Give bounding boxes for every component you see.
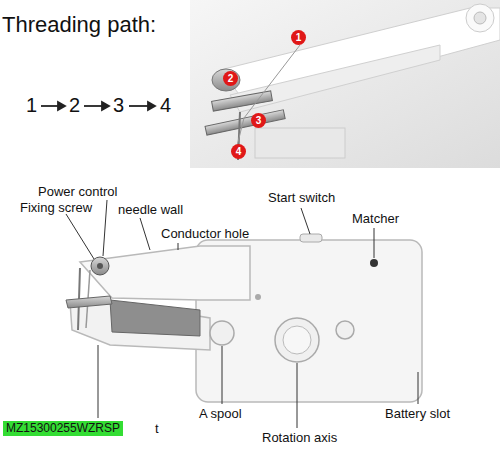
callout-number: 3	[251, 113, 266, 128]
part-label: Rotation axis	[262, 431, 337, 445]
closeup-photo	[190, 0, 500, 168]
part-label: Conductor hole	[161, 227, 249, 241]
sequence-number: 4	[160, 94, 171, 116]
callout-number: 1	[291, 30, 306, 45]
part-label-fragment: t	[155, 422, 159, 436]
part-label: Fixing screw	[20, 201, 92, 215]
part-label: A spool	[199, 407, 242, 421]
sequence-number: 2	[69, 94, 80, 116]
sewing-machine	[66, 234, 422, 402]
callout-number: 4	[231, 144, 246, 159]
part-label: Matcher	[352, 212, 399, 226]
sequence-number: 3	[113, 94, 124, 116]
sequence-number: 1	[26, 94, 37, 116]
part-label: Battery slot	[385, 407, 450, 421]
leader-lines	[66, 200, 418, 428]
part-label: Start switch	[268, 191, 335, 205]
sequence-arrows	[41, 102, 155, 110]
part-label: Power control	[38, 185, 117, 199]
section-title: Threading path:	[2, 13, 156, 37]
watermark: MZ15300255WZRSP	[3, 421, 123, 436]
callout-number: 2	[223, 71, 238, 86]
part-label: needle wall	[118, 203, 183, 217]
